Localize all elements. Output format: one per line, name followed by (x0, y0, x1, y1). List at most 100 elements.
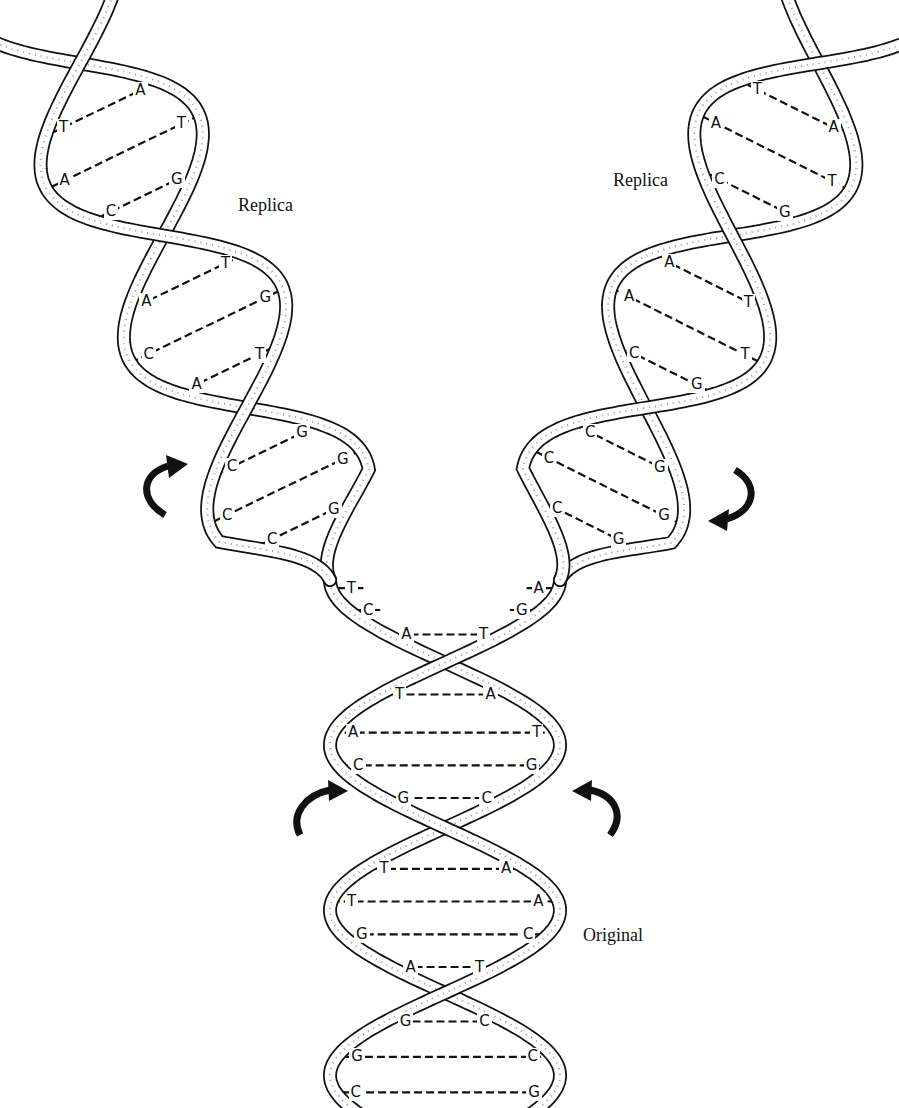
base-pair-bond (342, 933, 549, 935)
base-letter: G (611, 531, 627, 548)
base-letter: G (652, 459, 668, 476)
strand-ribbon (41, 0, 331, 580)
base-letter: T (345, 580, 358, 597)
base-letter: T (393, 686, 406, 703)
base-pair-bond (338, 764, 551, 766)
strand-shading (523, 0, 899, 580)
strand-outline (523, 0, 899, 580)
base-letter: A (58, 172, 72, 189)
strand-outline (560, 0, 856, 580)
base-pair-bond (209, 450, 361, 523)
strand-shading (41, 0, 331, 580)
arrow-head (708, 509, 729, 531)
base-letter: A (403, 959, 417, 976)
base-letter: C (351, 757, 365, 774)
base-letter: C (477, 1013, 491, 1030)
base-pair-bond (337, 1056, 553, 1058)
base-letter: T (377, 860, 390, 877)
base-letter: T (345, 893, 358, 910)
base-letter: T (738, 346, 751, 363)
base-letter: C (521, 926, 535, 943)
base-pair-bond (333, 731, 556, 733)
base-letter: G (689, 376, 705, 393)
base-letter: A (346, 724, 360, 741)
strand-ribbon (0, 0, 369, 580)
base-letter: C (542, 450, 556, 467)
base-letter: T (175, 115, 188, 132)
strand-shading (560, 0, 856, 580)
base-letter: G (258, 289, 274, 306)
arrow-head (328, 780, 348, 801)
base-letter: C (712, 171, 726, 188)
rotation-arrow (727, 470, 751, 519)
base-letter: A (622, 288, 636, 305)
base-letter: C (349, 1084, 363, 1101)
base-letter: G (777, 204, 793, 221)
rotation-arrow (147, 466, 168, 515)
base-letter: A (499, 860, 513, 877)
strand-shading (330, 580, 560, 1108)
base-pair-bond (611, 288, 763, 364)
base-letter: A (531, 893, 545, 910)
arrow-head (166, 455, 188, 478)
base-letter: G (326, 501, 342, 518)
rotation-arrows (147, 455, 752, 835)
base-letter: G (294, 424, 310, 441)
base-letter: T (477, 626, 490, 643)
strand-ribbon (523, 0, 899, 580)
base-letter: T (825, 173, 838, 190)
base-letter: T (57, 119, 70, 136)
base-pair-bond (131, 289, 284, 363)
base-letter: A (139, 293, 153, 310)
base-letter: C (104, 203, 118, 220)
base-letter: T (530, 724, 543, 741)
base-letter: T (751, 81, 764, 98)
base-letter: G (169, 171, 185, 188)
strand-outline (0, 0, 369, 580)
strand-shading (0, 0, 369, 580)
base-letter: T (742, 294, 755, 311)
base-letter: A (189, 376, 203, 393)
base-pair-bond (336, 1091, 554, 1093)
base-letter: T (473, 959, 486, 976)
base-letter: G (335, 451, 351, 468)
base-letter: C (361, 602, 375, 619)
base-pair-bond (531, 449, 682, 524)
strand-ribbon (330, 580, 560, 1108)
base-letter: A (709, 115, 723, 132)
base-letter: C (627, 345, 641, 362)
base-letter: G (398, 1013, 414, 1030)
base-letter: C (526, 1048, 540, 1065)
base-letter: A (532, 580, 546, 597)
strand-outline (41, 0, 331, 580)
base-letter: A (662, 254, 676, 271)
base-letter: C (265, 531, 279, 548)
base-letter: C (225, 458, 239, 475)
rotation-arrow (297, 790, 330, 835)
base-letter: T (253, 346, 266, 363)
base-letter: C (583, 424, 597, 441)
base-letter: G (349, 1048, 365, 1065)
base-letter: A (827, 119, 841, 136)
strand-ribbon (560, 0, 856, 580)
helix-label: Original (580, 925, 646, 947)
base-letter: A (483, 686, 497, 703)
base-letter: C (220, 507, 234, 524)
base-pair-bond (47, 115, 200, 189)
base-letter: T (219, 255, 232, 272)
strand-outline (330, 580, 560, 1108)
base-letter: G (524, 757, 540, 774)
base-pair-bond (698, 114, 850, 190)
base-letter: C (550, 500, 564, 517)
helix-label: Replica (235, 195, 296, 217)
rotation-arrow (590, 790, 617, 835)
base-letter: G (514, 602, 530, 619)
base-letter: G (396, 790, 412, 807)
strand-outline (330, 580, 560, 1108)
base-letter: A (133, 82, 147, 99)
base-letter: G (656, 507, 672, 524)
base-letter: G (526, 1084, 542, 1101)
